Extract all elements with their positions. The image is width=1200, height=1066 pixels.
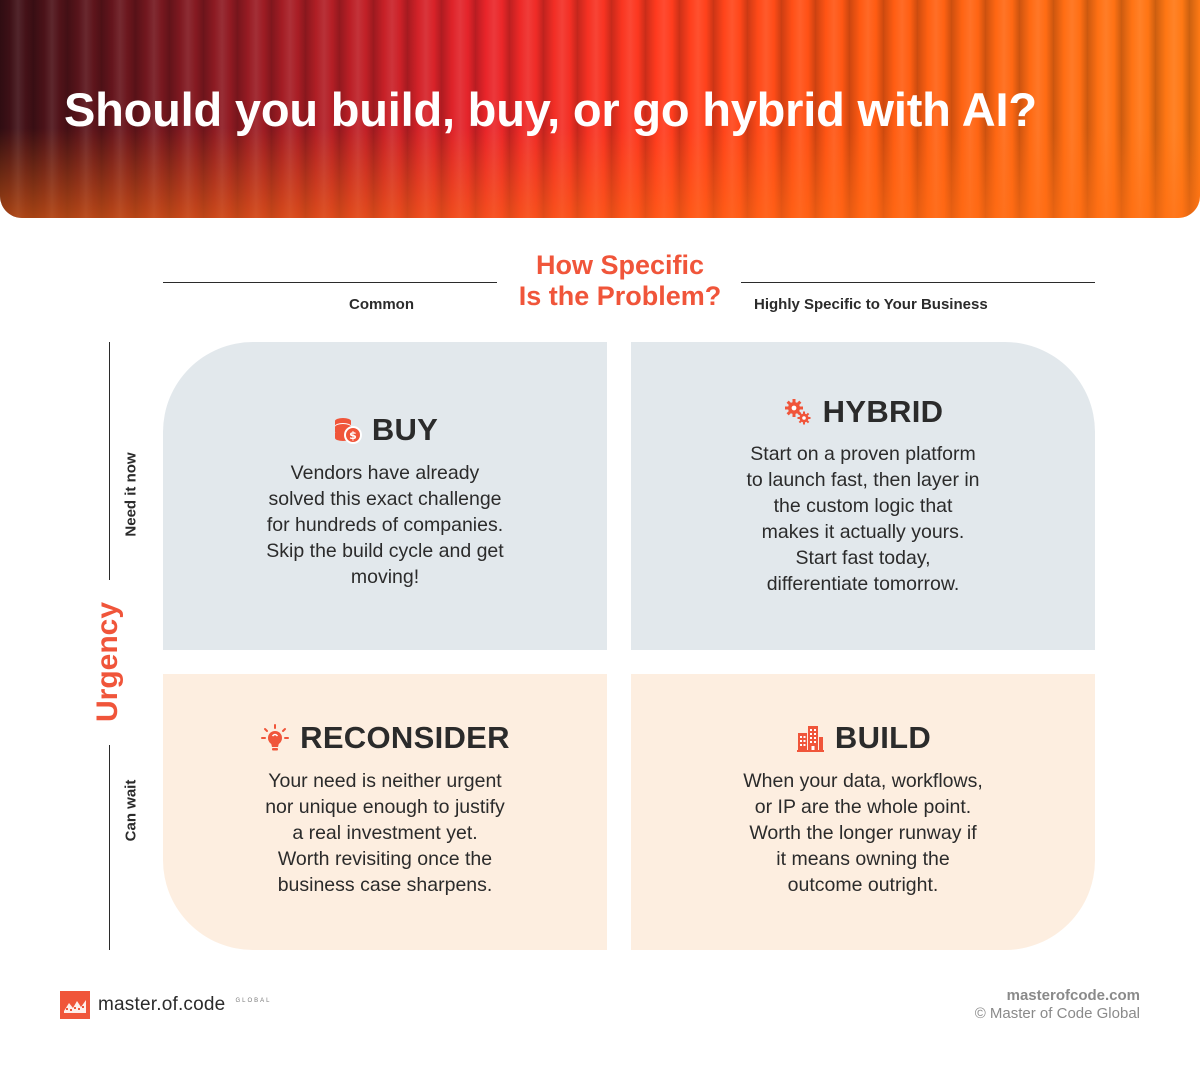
logo-mark-icon (60, 991, 90, 1019)
quadrant-hybrid-header: HYBRID (631, 394, 1095, 430)
quadrant-reconsider: RECONSIDER Your need is neither urgent n… (163, 674, 607, 950)
y-axis-label-need-it-now: Need it now (122, 452, 140, 537)
x-axis-title-line1: How Specific (535, 250, 705, 280)
quadrant-build-header: BUILD (631, 720, 1095, 756)
quadrant-hybrid: HYBRID Start on a proven platform to lau… (631, 342, 1095, 650)
y-axis-title: Urgency (91, 601, 124, 722)
coins-icon: $ (332, 415, 362, 445)
logo-text: master.of.code (98, 994, 226, 1015)
quadrant-reconsider-title: RECONSIDER (300, 720, 510, 755)
footer-copyright: © Master of Code Global (974, 1005, 1140, 1022)
buildings-icon (795, 723, 825, 753)
page-title: Should you build, buy, or go hybrid with… (64, 83, 1037, 136)
quadrant-buy-body: Vendors have already solved this exact c… (266, 462, 504, 588)
quadrant-hybrid-title: HYBRID (822, 394, 944, 429)
x-axis-line-left (163, 282, 497, 283)
x-axis-title: How Specific Is the Problem? (500, 250, 740, 312)
quadrant-buy-header: $ BUY (163, 412, 607, 448)
footer-site-link[interactable]: masterofcode.com (1006, 987, 1140, 1004)
x-axis-line-right (741, 282, 1095, 283)
y-axis-line-bottom (109, 745, 110, 950)
quadrant-reconsider-body: Your need is neither urgent nor unique e… (265, 770, 505, 896)
logo-subtext: GLOBAL (235, 998, 272, 1004)
header-banner: Should you build, buy, or go hybrid with… (0, 0, 1200, 218)
quadrant-build-body: When your data, workflows, or IP are the… (743, 770, 983, 896)
quadrant-buy: $ BUY Vendors have already solved this e… (163, 342, 607, 650)
quadrant-build: BUILD When your data, workflows, or IP a… (631, 674, 1095, 950)
quadrant-hybrid-body: Start on a proven platform to launch fas… (746, 443, 980, 595)
x-axis-title-line2: Is the Problem? (518, 281, 722, 311)
svg-text:$: $ (349, 429, 357, 442)
footer-credits: masterofcode.com © Master of Code Global (975, 987, 1140, 1023)
quadrant-reconsider-header: RECONSIDER (163, 720, 607, 756)
quadrant-buy-title: BUY (371, 412, 439, 447)
y-axis-line-top (109, 342, 110, 580)
x-axis-label-common: Common (349, 296, 414, 313)
lightbulb-icon (260, 723, 290, 753)
y-axis-label-can-wait: Can wait (122, 779, 140, 842)
gears-icon (783, 397, 813, 427)
x-axis-label-specific: Highly Specific to Your Business (754, 296, 988, 313)
quadrant-build-title: BUILD (834, 720, 932, 755)
banner-fade (0, 128, 1200, 218)
brand-logo[interactable]: master.of.code GLOBAL (60, 991, 271, 1019)
